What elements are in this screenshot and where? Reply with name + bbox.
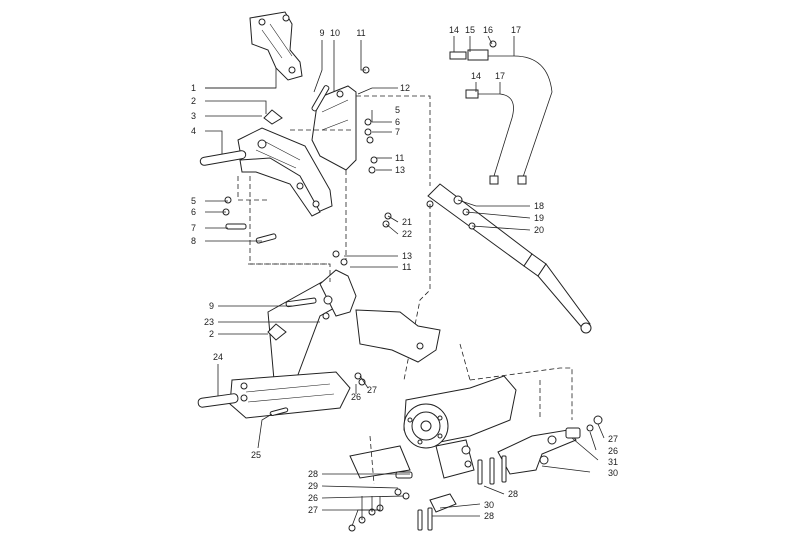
callout-25: 25	[251, 450, 261, 460]
callout-2: 2	[191, 96, 196, 106]
callout-23: 23	[204, 317, 214, 327]
callout-22: 22	[402, 229, 412, 239]
callout-15: 15	[465, 25, 475, 35]
callout-27: 27	[608, 434, 618, 444]
callout-10: 10	[330, 28, 340, 38]
callout-4: 4	[191, 126, 196, 136]
callout-27: 27	[367, 385, 377, 395]
callout-21: 21	[402, 217, 412, 227]
hydraulic-cylinder	[403, 40, 592, 381]
callout-31: 31	[608, 457, 618, 467]
callout-12: 12	[400, 83, 410, 93]
callout-28: 28	[508, 489, 518, 499]
callout-9: 9	[209, 301, 214, 311]
callout-11: 11	[402, 262, 411, 272]
callout-2: 2	[209, 329, 214, 339]
lower-frame	[197, 250, 441, 419]
callout-9: 9	[319, 28, 324, 38]
callout-13: 13	[395, 165, 405, 175]
callout-13: 13	[402, 251, 412, 261]
callout-3: 3	[191, 111, 196, 121]
callout-11: 11	[356, 28, 365, 38]
callout-27: 27	[308, 505, 318, 515]
callout-24: 24	[213, 352, 223, 362]
callout-26: 26	[308, 493, 318, 503]
callout-17: 17	[495, 71, 505, 81]
callout-14: 14	[471, 71, 481, 81]
callout-5: 5	[395, 105, 400, 115]
callout-1: 1	[191, 83, 196, 93]
callout-19: 19	[534, 213, 544, 223]
callout-6: 6	[191, 207, 196, 217]
leader-lines	[205, 35, 605, 527]
callout-26: 26	[351, 392, 361, 402]
callout-30: 30	[608, 468, 618, 478]
callout-7: 7	[395, 127, 400, 137]
callout-17: 17	[511, 25, 521, 35]
callout-8: 8	[191, 236, 196, 246]
top-bracket	[205, 11, 303, 89]
callout-28: 28	[484, 511, 494, 521]
rotary-drive	[348, 343, 603, 532]
callout-16: 16	[483, 25, 493, 35]
callout-18: 18	[534, 201, 544, 211]
upper-frame	[199, 66, 431, 265]
callout-7: 7	[191, 223, 196, 233]
callout-labels: 1 2 3 4 5 6 7 8 9 10 11 12 5 6 7 11 13 2…	[191, 25, 618, 521]
callout-20: 20	[534, 225, 544, 235]
callout-6: 6	[395, 117, 400, 127]
callout-26: 26	[608, 446, 618, 456]
callout-30: 30	[484, 500, 494, 510]
callout-14: 14	[449, 25, 459, 35]
callout-28: 28	[308, 469, 318, 479]
callout-29: 29	[308, 481, 318, 491]
callout-5: 5	[191, 196, 196, 206]
callout-11: 11	[395, 153, 404, 163]
